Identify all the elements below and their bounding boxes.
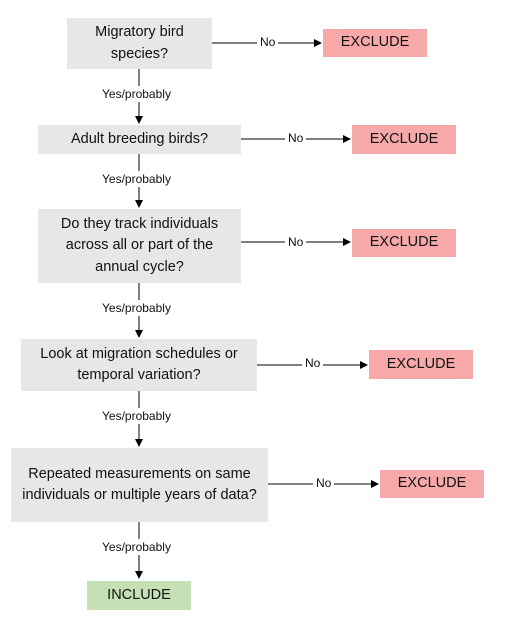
include-box: INCLUDE [87, 581, 191, 610]
question-box-1: Migratory bird species? [67, 18, 212, 69]
include-text: INCLUDE [107, 586, 171, 603]
question-text-1: Migratory bird species? [95, 24, 184, 62]
no-label-5: No [313, 476, 335, 490]
exclude-text-5: EXCLUDE [397, 475, 467, 492]
yes-label-5: Yes/probably [99, 539, 174, 555]
yes-label-4: Yes/probably [99, 408, 174, 424]
question-box-4: Look at migration schedules or temporal … [21, 339, 257, 391]
exclude-box-4: EXCLUDE [369, 350, 473, 379]
exclude-box-2: EXCLUDE [352, 125, 456, 154]
exclude-text-3: EXCLUDE [369, 234, 439, 251]
exclude-box-5: EXCLUDE [380, 470, 484, 498]
yes-label-2: Yes/probably [99, 171, 174, 187]
no-label-3: No [285, 235, 307, 249]
question-box-2: Adult breeding birds? [38, 125, 241, 154]
question-text-4: Look at migration schedules or temporal … [40, 345, 238, 383]
exclude-box-1: EXCLUDE [323, 29, 427, 57]
no-label-4: No [302, 356, 324, 370]
exclude-text-2: EXCLUDE [369, 130, 439, 147]
question-text-2: Adult breeding birds? [70, 130, 209, 147]
question-text-3: Do they track individuals across all or … [60, 216, 219, 275]
exclude-text-1: EXCLUDE [340, 34, 410, 51]
yes-label-3: Yes/probably [99, 300, 174, 316]
exclude-text-4: EXCLUDE [386, 355, 456, 372]
question-box-3: Do they track individuals across all or … [38, 209, 241, 283]
yes-label-1: Yes/probably [99, 86, 174, 102]
question-text-5: Repeated measurements on same individual… [22, 465, 257, 503]
no-label-1: No [257, 35, 279, 49]
question-box-5: Repeated measurements on same individual… [11, 448, 268, 522]
exclude-box-3: EXCLUDE [352, 229, 456, 257]
no-label-2: No [285, 131, 307, 145]
